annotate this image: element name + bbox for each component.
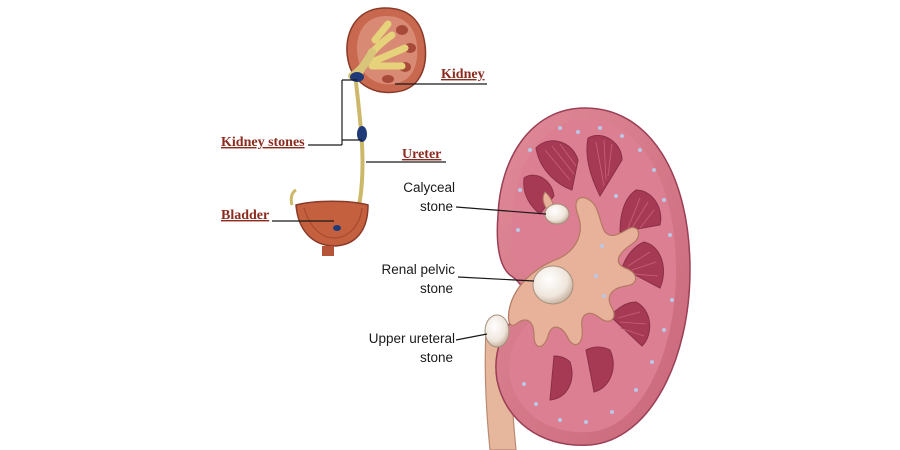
cortex-vessel-dots [516, 126, 674, 424]
small-diagram-leader-lines [272, 79, 487, 222]
label-ureter: Ureter [402, 147, 441, 162]
label-renal-pelvic-1: Renal pelvic [381, 262, 455, 277]
calyceal-stone [544, 203, 570, 225]
small-bladder-illustration [289, 188, 369, 256]
label-renal-pelvic-2: stone [420, 281, 453, 296]
label-upper-ureteral-1: Upper ureteral [369, 331, 455, 346]
label-upper-ureteral-2: stone [420, 350, 453, 365]
label-kidney-stones: Kidney stones [221, 135, 305, 150]
kidney-cross-section [484, 107, 691, 450]
upper-ureteral-stone [484, 314, 510, 348]
label-bladder: Bladder [221, 208, 269, 223]
label-calyceal-2: stone [420, 199, 453, 214]
label-kidney: Kidney [441, 67, 485, 82]
large-diagram-leader-lines [455, 206, 547, 341]
label-calyceal-1: Calyceal [403, 180, 455, 195]
renal-pelvic-stone [532, 265, 574, 305]
